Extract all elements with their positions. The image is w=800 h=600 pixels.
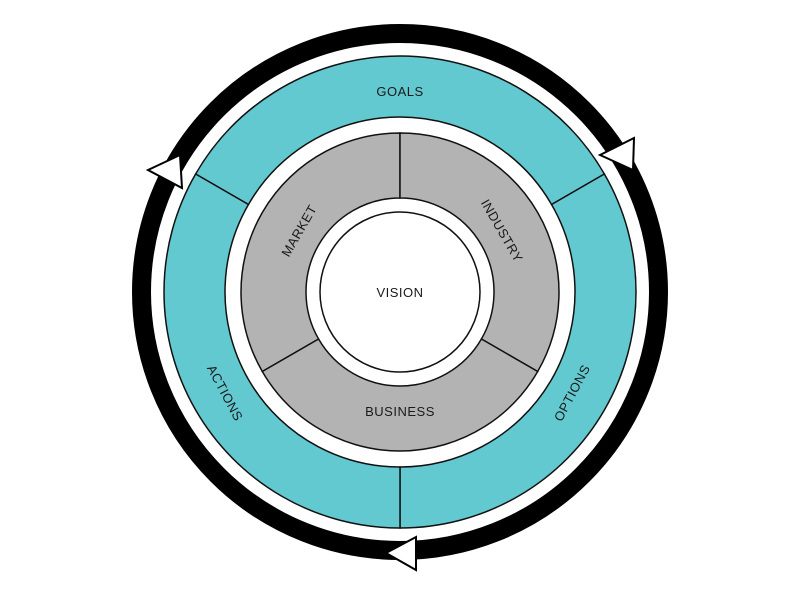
inner-segment-market (240, 132, 401, 373)
inner-ring (240, 132, 560, 452)
cycle-arrow-bottom-icon (383, 535, 417, 572)
outer-segment-goals (194, 55, 606, 206)
inner-segment-label-business: BUSINESS (365, 404, 435, 419)
outer-segment-actions (163, 172, 401, 529)
outer-segment-label-goals: GOALS (376, 84, 423, 99)
center-label: VISION (376, 285, 423, 300)
cycle-arrow-top-left-icon (145, 153, 184, 190)
center-circle (319, 211, 481, 373)
inner-segment-industry (399, 132, 560, 373)
outer-segment-options (399, 172, 637, 529)
cycle-arrow-top-right-icon (597, 136, 636, 172)
outer-ring (163, 55, 637, 529)
inner-segment-business (261, 337, 539, 452)
